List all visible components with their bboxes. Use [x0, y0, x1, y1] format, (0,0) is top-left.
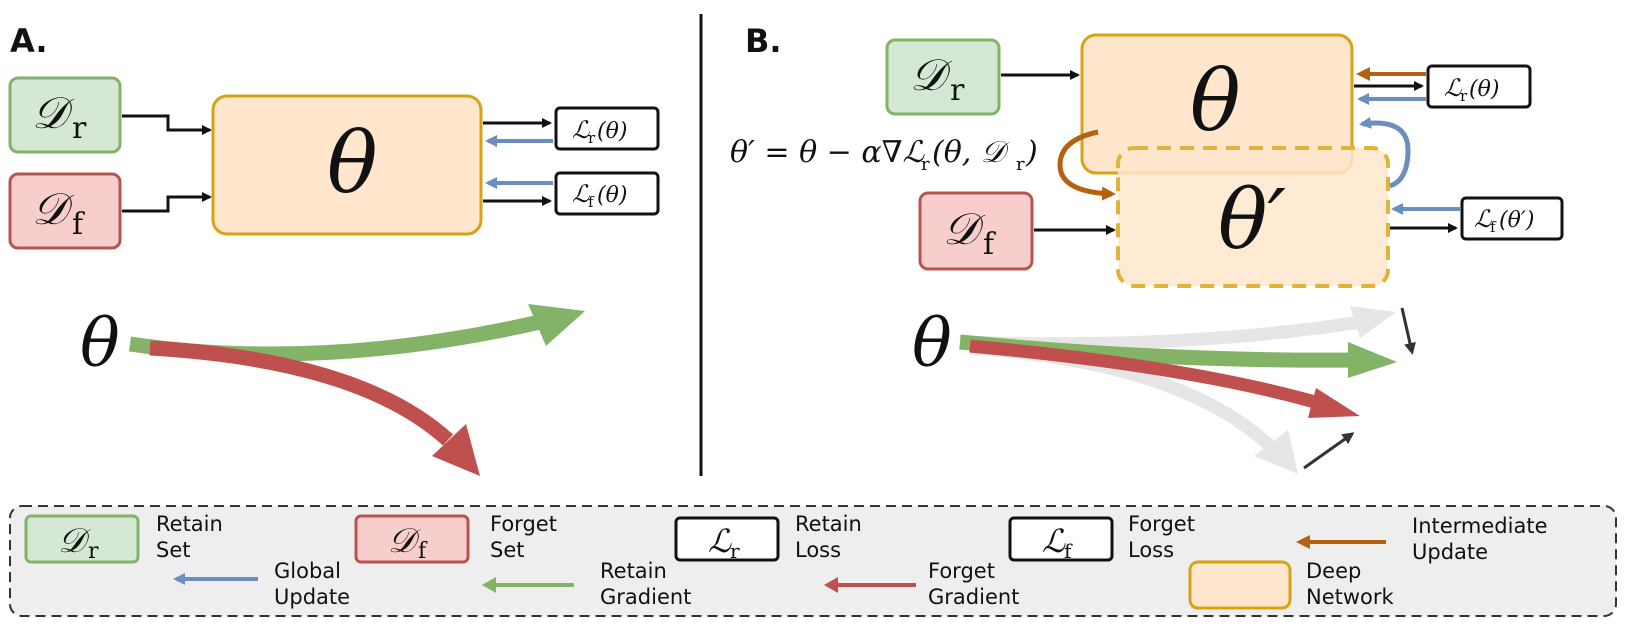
- forget-input-connector-a: [122, 192, 212, 213]
- legend-retain-set-sub: r: [88, 539, 99, 564]
- legend-retain-loss-label-1: Retain: [795, 512, 862, 536]
- update-equation-close: ): [1025, 135, 1038, 170]
- legend-forget-set-sub: f: [418, 539, 428, 564]
- legend-forget-set-label-2: Set: [490, 538, 524, 562]
- update-equation-args: (θ, 𝒟: [932, 135, 1010, 170]
- legend-forget-set-label-1: Forget: [490, 512, 557, 536]
- legend-forget-loss-sub: f: [1064, 539, 1073, 563]
- update-equation-main: θ′ = θ − α∇ℒ: [730, 135, 926, 170]
- global-update-curve-b: [1359, 116, 1411, 189]
- retain-loss-arg-b: (θ): [1469, 77, 1499, 102]
- trajectory-theta-b: θ: [912, 305, 952, 382]
- legend-forget-loss-swatch: [1008, 516, 1114, 562]
- legend-deep-network-label-1: Deep: [1306, 559, 1361, 583]
- legend-retain-loss-sub: r: [730, 539, 740, 563]
- network-theta-prime-b: θ′: [1218, 173, 1286, 268]
- legend-retain-loss-symbol: ℒ: [708, 522, 732, 560]
- legend-forget-loss-label-1: Forget: [1128, 512, 1195, 536]
- retain-gradient-arrowhead-b: [1348, 342, 1397, 378]
- forget-loss-sub-b: f: [1490, 218, 1497, 236]
- trajectory-theta-a: θ: [80, 305, 120, 382]
- network-theta-b: θ: [1190, 52, 1241, 150]
- forget-loss-sub-a: f: [588, 193, 595, 211]
- correction-arrow-top: [1400, 307, 1416, 355]
- legend-retain-gradient-arrowhead: [482, 577, 496, 593]
- legend-retain-set-label-1: Retain: [156, 512, 223, 536]
- panel-a-label: A.: [10, 22, 48, 60]
- legend-retain-set-swatch: [24, 514, 140, 564]
- retain-loss-box-a: ℒ r (θ): [554, 106, 660, 151]
- legend-forget-gradient-label-1: Forget: [928, 559, 995, 583]
- retain-loss-sub-b: r: [1460, 87, 1468, 105]
- retain-gradient-arrowhead-a: [528, 304, 585, 346]
- forget-loss-box-b: ℒ f (θ′): [1460, 196, 1564, 241]
- forget-gradient-arrowhead-b: [1308, 388, 1360, 418]
- forget-loss-arg-a: (θ): [597, 183, 627, 208]
- retain-loss-box-b: ℒ r (θ): [1426, 64, 1532, 109]
- forget-loss-box-a: ℒ f (θ): [554, 171, 660, 216]
- legend-retain-gradient-label-1: Retain: [600, 559, 667, 583]
- legend-retain-set-label-2: Set: [156, 538, 190, 562]
- ghost-forget-arrowhead-b: [1254, 430, 1298, 474]
- update-equation-sub-1: r: [921, 154, 930, 175]
- legend-retain-loss-swatch: [674, 516, 780, 562]
- correction-arrow-bottom: [1303, 432, 1355, 470]
- retain-set-sub-b: r: [950, 73, 965, 108]
- forget-loss-symbol-b: ℒ: [1474, 205, 1492, 233]
- legend-forget-gradient-arrowhead: [824, 577, 838, 593]
- retain-set-box-b: 𝒟 r: [885, 38, 1001, 116]
- forget-gradient-arrowhead-a: [432, 424, 480, 476]
- ghost-retain-arrowhead-b: [1350, 306, 1396, 338]
- forget-set-sub-b: f: [983, 227, 996, 262]
- legend-retain-loss-label-2: Loss: [795, 538, 841, 562]
- legend-forget-set-swatch: [354, 514, 470, 564]
- legend-intermediate-update-label-1: Intermediate: [1412, 514, 1548, 538]
- legend-global-update-label-1: Global: [274, 559, 341, 583]
- forget-set-box-a: 𝒟 f: [8, 172, 122, 250]
- forget-set-box-b: 𝒟 f: [918, 191, 1034, 271]
- update-equation: θ′ = θ − α∇ℒ r (θ, 𝒟 r ): [730, 135, 1038, 175]
- deep-network-box-a: θ: [211, 94, 483, 236]
- legend-deep-network-label-2: Network: [1306, 585, 1395, 609]
- forget-loss-symbol-a: ℒ: [572, 180, 590, 208]
- forget-gradient-path-a: [149, 340, 454, 446]
- legend-global-update-label-2: Update: [274, 585, 350, 609]
- retain-set-subscript: r: [72, 111, 87, 146]
- legend-intermediate-update-label-2: Update: [1412, 540, 1488, 564]
- updated-network-box-b: θ′: [1116, 146, 1390, 288]
- legend-retain-gradient-label-2: Gradient: [600, 585, 691, 609]
- retain-loss-arg-a: (θ): [597, 119, 627, 144]
- retain-loss-sub-a: r: [588, 129, 596, 147]
- intermediate-update-arrow: [1057, 129, 1116, 201]
- network-theta-a: θ: [327, 114, 378, 212]
- retain-loss-symbol-b: ℒ: [1444, 74, 1462, 102]
- retain-input-connector-a: [122, 114, 212, 135]
- forget-gradient-path-b: [969, 339, 1324, 411]
- legend-forget-loss-label-2: Loss: [1128, 538, 1174, 562]
- retain-set-box-a: 𝒟 r: [8, 76, 122, 154]
- forget-loss-arg-b: (θ′): [1499, 208, 1534, 233]
- panel-b-label: B.: [745, 22, 782, 60]
- update-equation-sub-2: r: [1016, 154, 1025, 175]
- retain-loss-symbol-a: ℒ: [572, 116, 590, 144]
- legend-forget-gradient-label-2: Gradient: [928, 585, 1019, 609]
- deep-network-box-b: θ: [1080, 33, 1354, 175]
- legend-deep-network-swatch: [1188, 560, 1292, 610]
- forget-set-subscript: f: [72, 207, 85, 242]
- legend-forget-loss-symbol: ℒ: [1042, 522, 1066, 560]
